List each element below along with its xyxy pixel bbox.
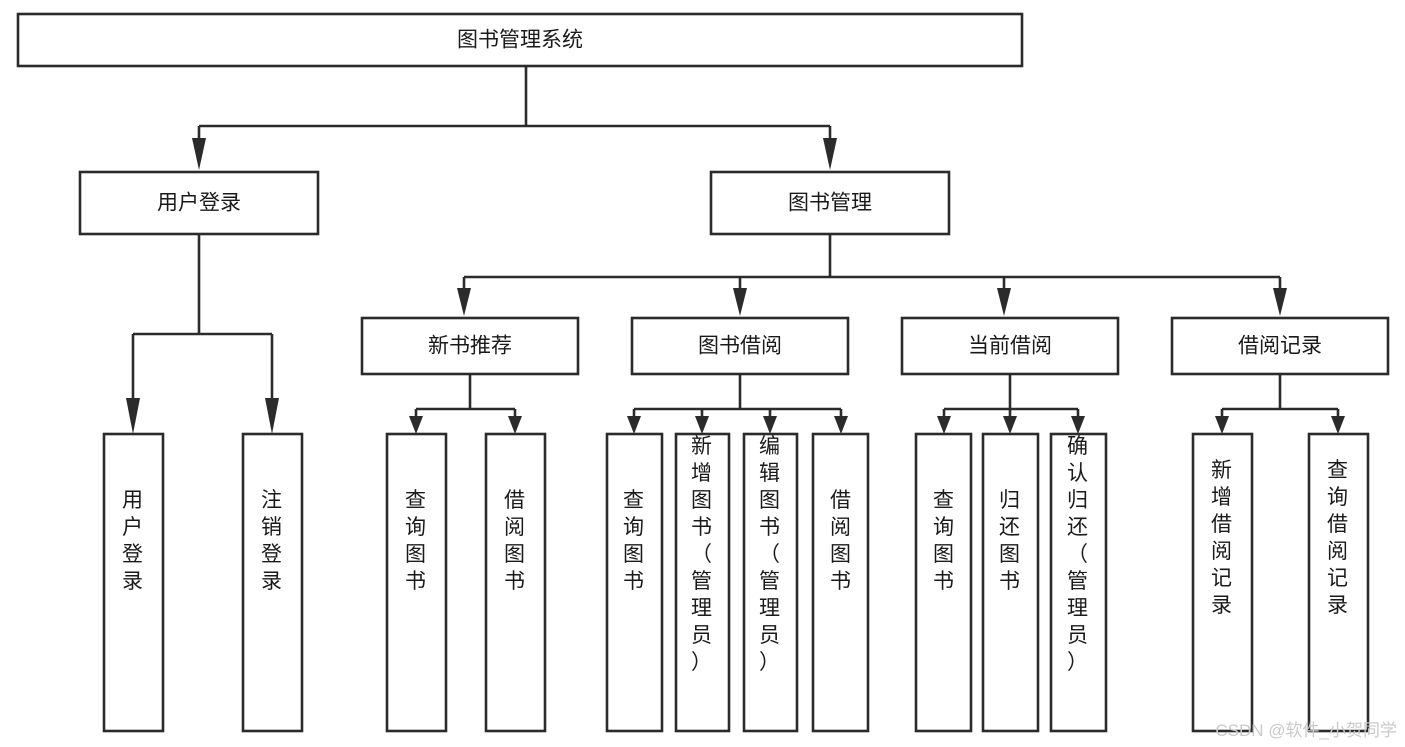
node-leaf-return-book-box <box>981 432 1040 733</box>
connector-group-borrow-record <box>1215 374 1345 434</box>
node-leaf-add-record[interactable]: 新增借阅记录 <box>1191 432 1254 733</box>
arrow-to-leaf-borrow-book-2 <box>834 416 848 434</box>
node-leaf-user-login[interactable]: 用户登录 <box>102 432 165 733</box>
node-leaf-user-login-box <box>102 432 165 733</box>
arrow-to-leaf-confirm-return <box>1071 416 1085 434</box>
node-leaf-borrow-book-1[interactable]: 借阅图书 <box>484 432 547 733</box>
node-root-box <box>16 12 1024 68</box>
node-leaf-edit-book-label: 编辑图书（管理员） <box>759 435 781 674</box>
node-current-borrow-box <box>900 316 1120 376</box>
arrow-to-leaf-query-book-2 <box>627 416 641 434</box>
arrow-to-leaf-user-logout <box>265 398 279 434</box>
node-leaf-add-book-box <box>674 432 731 733</box>
connector-group-user-login <box>126 234 279 434</box>
arrow-to-current-borrow <box>997 288 1011 316</box>
node-leaf-confirm-return-box <box>1049 432 1108 733</box>
node-leaf-query-book-2-label: 查询图书 <box>623 489 645 593</box>
node-leaf-add-book-label: 新增图书（管理员） <box>691 435 713 674</box>
node-leaf-borrow-book-2-box <box>811 432 870 733</box>
node-current-borrow-label: 当前借阅 <box>968 335 1052 358</box>
node-user-login-box <box>78 170 320 236</box>
node-leaf-borrow-book-2-label: 借阅图书 <box>830 489 852 593</box>
arrow-to-leaf-query-record <box>1331 416 1345 434</box>
arrow-to-leaf-add-book <box>695 416 709 434</box>
node-leaf-query-book-3-box <box>914 432 973 733</box>
node-leaf-user-logout-box <box>241 432 304 733</box>
node-user-login-label: 用户登录 <box>157 192 241 215</box>
node-leaf-query-record[interactable]: 查询借阅记录 <box>1307 432 1370 733</box>
node-leaf-confirm-return[interactable]: 确认归还（管理员） <box>1049 432 1108 733</box>
arrow-to-book-borrow <box>733 288 747 316</box>
node-leaf-borrow-book-1-box <box>484 432 547 733</box>
node-book-management-box <box>709 170 951 236</box>
node-leaf-add-record-label: 新增借阅记录 <box>1211 459 1233 617</box>
connector-group-current-borrow <box>937 374 1085 434</box>
connector-group-new-book-recommend <box>409 374 522 434</box>
node-leaf-edit-book-box <box>742 432 799 733</box>
node-leaf-user-logout[interactable]: 注销登录 <box>241 432 304 733</box>
node-leaf-query-record-label: 查询借阅记录 <box>1327 459 1349 617</box>
node-new-book-recommend[interactable]: 新书推荐 <box>360 316 580 376</box>
node-book-borrow-box <box>630 316 850 376</box>
connector-group-root <box>192 66 837 170</box>
arrow-to-leaf-query-book-1 <box>409 416 423 434</box>
node-user-login[interactable]: 用户登录 <box>78 170 320 236</box>
arrow-to-book-management <box>823 138 837 170</box>
node-book-management[interactable]: 图书管理 <box>709 170 951 236</box>
node-leaf-query-book-2[interactable]: 查询图书 <box>605 432 664 733</box>
arrow-to-leaf-user-login <box>126 398 140 434</box>
node-borrow-record-label: 借阅记录 <box>1238 335 1322 358</box>
arrow-to-leaf-borrow-book-1 <box>508 416 522 434</box>
arrow-to-new-book-recommend <box>457 288 471 316</box>
node-leaf-add-book[interactable]: 新增图书（管理员） <box>674 432 731 733</box>
node-new-book-recommend-label: 新书推荐 <box>428 335 512 358</box>
node-root-system[interactable]: 图书管理系统 <box>16 12 1024 68</box>
node-book-borrow-label: 图书借阅 <box>698 335 782 358</box>
connector-group-book-borrow <box>627 374 848 434</box>
node-leaf-user-logout-label: 注销登录 <box>261 489 283 593</box>
node-root-label: 图书管理系统 <box>457 29 583 52</box>
node-leaf-user-login-label: 用户登录 <box>122 489 144 593</box>
node-leaf-query-book-3-label: 查询图书 <box>933 489 955 593</box>
node-book-borrow[interactable]: 图书借阅 <box>630 316 850 376</box>
arrow-to-user-login <box>192 138 206 170</box>
arrow-to-leaf-edit-book <box>763 416 777 434</box>
node-current-borrow[interactable]: 当前借阅 <box>900 316 1120 376</box>
arrow-to-leaf-return-book <box>1003 416 1017 434</box>
node-new-book-recommend-box <box>360 316 580 376</box>
node-leaf-confirm-return-label: 确认归还（管理员） <box>1067 435 1089 674</box>
node-borrow-record[interactable]: 借阅记录 <box>1170 316 1390 376</box>
node-leaf-return-book[interactable]: 归还图书 <box>981 432 1040 733</box>
node-borrow-record-box <box>1170 316 1390 376</box>
arrow-to-leaf-add-record <box>1215 416 1229 434</box>
connector-group-book-management <box>457 234 1287 316</box>
node-leaf-query-book-2-box <box>605 432 664 733</box>
node-leaf-query-book-3[interactable]: 查询图书 <box>914 432 973 733</box>
node-leaf-add-record-box <box>1191 432 1254 733</box>
node-leaf-query-book-1-box <box>385 432 448 733</box>
node-leaf-return-book-label: 归还图书 <box>999 489 1021 593</box>
arrow-to-borrow-record <box>1273 288 1287 316</box>
node-leaf-query-book-1-label: 查询图书 <box>405 489 427 593</box>
node-leaf-borrow-book-1-label: 借阅图书 <box>504 489 526 593</box>
arrow-to-leaf-query-book-3 <box>937 416 951 434</box>
node-leaf-borrow-book-2[interactable]: 借阅图书 <box>811 432 870 733</box>
node-leaf-query-record-box <box>1307 432 1370 733</box>
node-book-management-label: 图书管理 <box>788 192 872 215</box>
node-leaf-edit-book[interactable]: 编辑图书（管理员） <box>742 432 799 733</box>
node-leaf-query-book-1[interactable]: 查询图书 <box>385 432 448 733</box>
